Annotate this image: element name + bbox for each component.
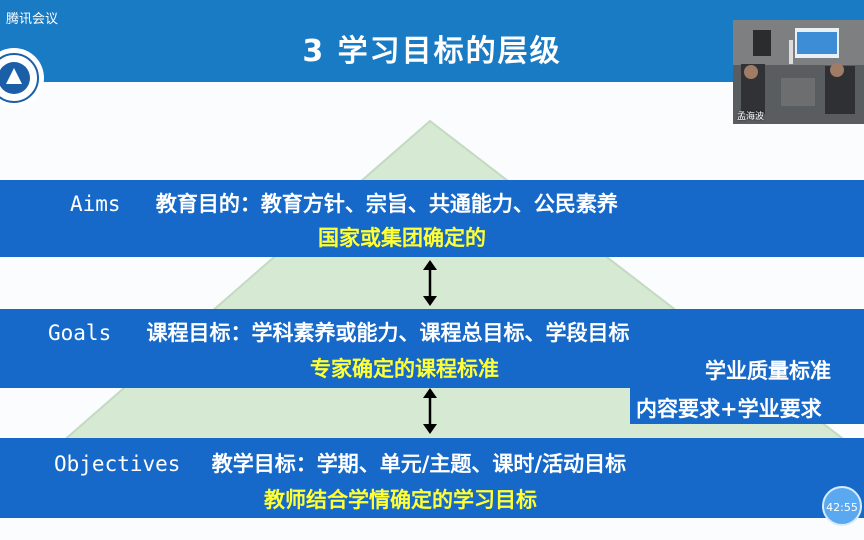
video-scene-icon [733,20,864,124]
slide-title: 3 学习目标的层级 [302,34,562,69]
participant-video[interactable]: 孟海波 [733,20,864,124]
desc-objectives: 教学目标：学期、单元/主题、课时/活动目标 [211,452,627,476]
band-aims: Aims 教育目的：教育方针、宗旨、共通能力、公民素养 国家或集团确定的 [0,180,864,257]
note-objectives: 教师结合学情确定的学习目标 [264,488,537,512]
side-box-line2-bg: 内容要求+学业要求 [630,388,864,424]
side-box-line2: 内容要求+学业要求 [636,397,822,421]
title-bar: 腾讯会议 3 学习目标的层级 [0,0,864,82]
desc-aims: 教育目的：教育方针、宗旨、共通能力、公民素养 [155,192,618,216]
term-aims: Aims [70,192,121,216]
timer-badge[interactable]: 42:55 [822,486,862,526]
double-arrow-icon [423,260,437,306]
desc-goals: 课程目标：学科素养或能力、课程总目标、学段目标 [146,321,630,345]
band-goals: Goals 课程目标：学科素养或能力、课程总目标、学段目标 专家确定的课程标准 [0,309,864,388]
term-objectives: Objectives [54,452,181,476]
note-goals: 专家确定的课程标准 [310,357,499,381]
band-objectives: Objectives 教学目标：学期、单元/主题、课时/活动目标 教师结合学情确… [0,438,864,518]
side-box-line1: 学业质量标准 [705,359,831,383]
university-logo-icon [0,48,44,108]
side-box-line1-bg: 学业质量标准 [705,350,864,388]
app-caption: 腾讯会议 [6,12,59,27]
participant-name: 孟海波 [737,112,765,122]
double-arrow-icon [423,388,437,434]
note-aims: 国家或集团确定的 [318,226,486,250]
term-goals: Goals [48,321,112,345]
